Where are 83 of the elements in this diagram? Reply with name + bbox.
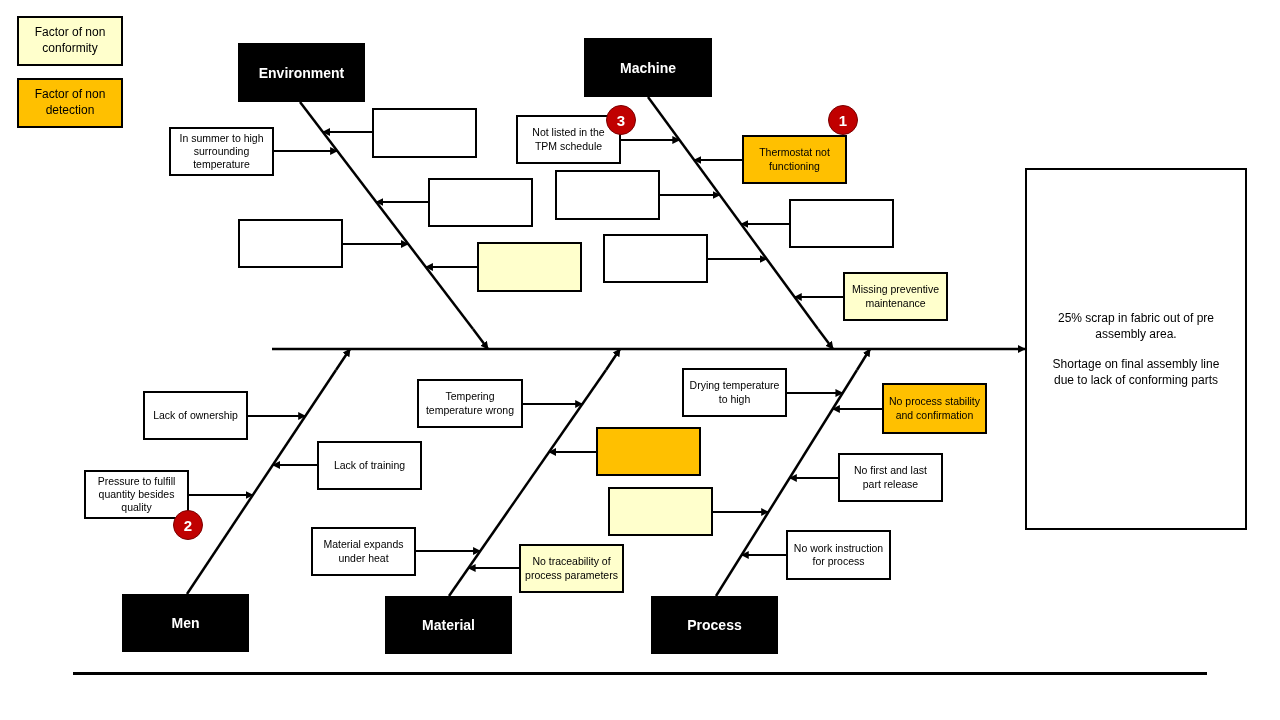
arrow	[855, 348, 872, 371]
cause-text: Drying temperature to high	[688, 379, 781, 406]
effect-text: Shortage on final assembly line due to lack of conforming parts	[1051, 356, 1221, 389]
cause-text: No work instruction for process	[792, 541, 885, 569]
arrow	[740, 220, 790, 228]
category-label: Process	[687, 617, 742, 633]
cause-text: Material expands under heat	[322, 538, 405, 565]
cause-box	[682, 368, 787, 417]
callout-number: 2	[173, 510, 203, 540]
cause-box	[789, 199, 894, 248]
arrow	[712, 508, 770, 516]
category-box	[651, 596, 778, 654]
arrow	[817, 328, 834, 350]
arrow	[548, 448, 597, 456]
arrow	[271, 461, 318, 469]
arrow	[522, 400, 584, 408]
cause-text: Thermostat not functioning	[758, 146, 831, 173]
cause-box	[555, 170, 660, 220]
arrow	[375, 198, 429, 206]
callout-number: 3	[606, 105, 636, 135]
arrow	[1000, 345, 1026, 353]
arrow	[247, 412, 307, 420]
cause-text: No process stability and confirmation	[888, 395, 981, 422]
legend-item: Factor of non detection	[17, 78, 123, 128]
category-box	[584, 38, 712, 97]
arrow	[321, 128, 373, 136]
effect-box	[1025, 168, 1247, 530]
cause-box	[742, 135, 847, 184]
arrow	[659, 191, 721, 199]
cause-box	[519, 544, 624, 593]
arrow	[424, 263, 478, 271]
arrow	[786, 389, 844, 397]
category-label: Material	[422, 617, 475, 633]
arrow	[831, 405, 883, 413]
arrow	[740, 551, 787, 559]
cause-box	[311, 527, 416, 576]
fishbone-spine	[272, 347, 1000, 351]
cause-text: In summer to high surrounding temperature	[178, 131, 265, 172]
cause-text: No first and last part release	[853, 464, 928, 491]
cause-text: Missing preventive maintenance	[851, 283, 940, 310]
cause-box	[169, 127, 274, 176]
cause-box	[608, 487, 713, 536]
cause-text: Tempering temperature wrong	[424, 390, 516, 417]
category-box	[122, 594, 249, 652]
category-label: Environment	[258, 64, 345, 81]
arrow	[693, 156, 743, 164]
cause-text: Lack of training	[333, 458, 406, 473]
category-label: Men	[171, 615, 200, 631]
cause-box	[882, 383, 987, 434]
cause-box	[596, 427, 701, 476]
category-label: Machine	[620, 59, 676, 76]
cause-box	[786, 530, 891, 580]
arrow	[334, 348, 352, 371]
cause-box	[238, 219, 343, 268]
arrow	[707, 255, 768, 263]
arrow	[415, 547, 482, 555]
callout-number: 1	[828, 105, 858, 135]
cause-box	[143, 391, 248, 440]
cause-box	[428, 178, 533, 227]
category-box	[238, 43, 365, 102]
arrow	[467, 564, 520, 572]
arrow	[604, 348, 622, 371]
effect-text: 25% scrap in fabric out of pre assembly area.	[1056, 309, 1216, 342]
arrow	[788, 474, 839, 482]
arrow	[342, 240, 410, 248]
cause-box	[838, 453, 943, 502]
cause-text: Not listed in the TPM schedule	[531, 126, 606, 153]
cause-box	[417, 379, 523, 428]
cause-text: No traceability of process parameters	[525, 555, 618, 582]
arrow	[188, 491, 254, 499]
arrow	[273, 147, 339, 155]
cause-box	[843, 272, 948, 321]
cause-box	[603, 234, 708, 283]
fishbone-bone	[299, 101, 474, 330]
cause-box	[317, 441, 422, 490]
arrow	[793, 293, 844, 301]
cause-box	[84, 470, 189, 519]
cause-text: Lack of ownership	[153, 408, 238, 423]
legend-item: Factor of non conformity	[17, 16, 123, 66]
cause-box	[477, 242, 582, 292]
arrow	[620, 136, 681, 144]
category-box	[385, 596, 512, 654]
arrow	[472, 328, 489, 350]
